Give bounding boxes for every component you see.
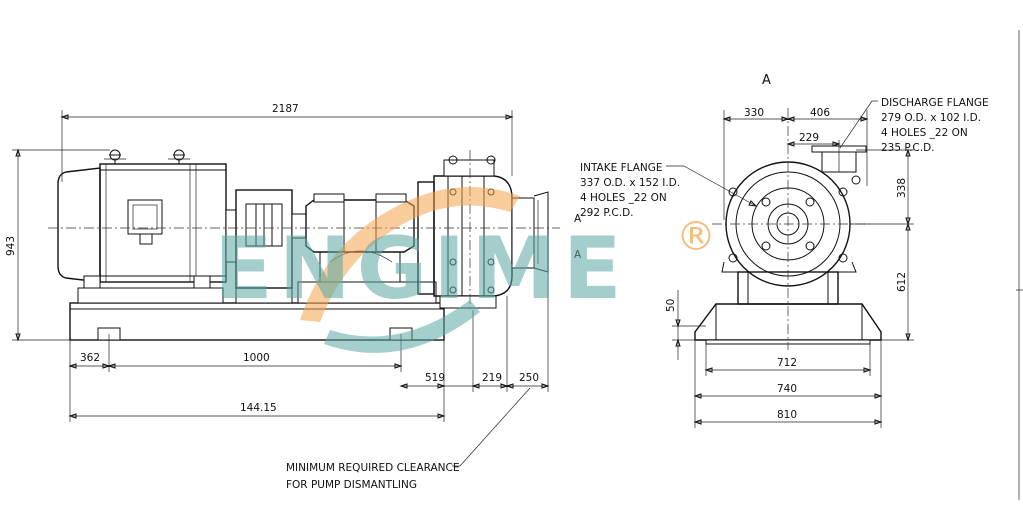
dim-left-half-value: 330 (744, 107, 764, 119)
dim-discharge-height-value: 338 (896, 178, 908, 198)
dim-right-half-value: 406 (810, 107, 830, 119)
discharge-flange-note: DISCHARGE FLANGE 279 O.D. x 102 I.D. 4 H… (839, 97, 989, 154)
motor (57, 163, 237, 289)
dim-overall-length-value: 2187 (272, 103, 299, 115)
section-mark-upper: A (574, 213, 582, 225)
dim-pump-row: 519 219 250 (399, 272, 550, 422)
discharge-flange-title: DISCHARGE FLANGE (881, 97, 989, 109)
dim-end-left: 50 (665, 290, 706, 360)
intake-flange-line3: 292 P.C.D. (580, 207, 634, 219)
watermark-text: ENGIME (214, 219, 628, 319)
dim-pump-width-value: 219 (482, 372, 502, 384)
view-label: A (762, 73, 771, 88)
coupling (235, 189, 307, 289)
dim-overall-height-value: 943 (5, 236, 17, 256)
discharge-flange-line2: 4 HOLES _22 ON (881, 127, 968, 139)
dim-base-mid-value: 740 (777, 383, 797, 395)
dim-base-inner-value: 712 (777, 357, 797, 369)
dim-end-bottom: 712 740 810 (693, 340, 883, 428)
dim-foot-height-value: 50 (665, 299, 677, 312)
discharge-flange-line1: 279 O.D. x 102 I.D. (881, 112, 981, 124)
clearance-note-line2: FOR PUMP DISMANTLING (286, 479, 417, 491)
dim-overall-length: 2187 (60, 103, 514, 182)
dim-base-total-value: 144.15 (240, 402, 277, 414)
dim-base-outer-value: 810 (777, 409, 797, 421)
dim-base-row-1: 362 1000 (68, 334, 403, 422)
dim-clearance-value: 250 (519, 372, 539, 384)
end-view: A (580, 73, 989, 428)
dim-pump-offset-value: 519 (425, 372, 445, 384)
dim-end-right: 338 612 (850, 148, 914, 342)
discharge-flange-line3: 235 P.C.D. (881, 142, 935, 154)
dim-discharge-offset-value: 229 (799, 132, 819, 144)
dim-base-total: 144.15 (68, 402, 446, 419)
intake-flange-line2: 4 HOLES _22 ON (580, 192, 667, 204)
intake-flange-line1: 337 O.D. x 152 I.D. (580, 177, 680, 189)
dim-shaft-height-value: 612 (896, 272, 908, 292)
intake-flange-note: INTAKE FLANGE 337 O.D. x 152 I.D. 4 HOLE… (580, 162, 758, 219)
clearance-note-line1: MINIMUM REQUIRED CLEARANCE (286, 462, 459, 474)
dim-end-top: 330 406 229 (722, 107, 869, 220)
section-mark-lower: A (574, 249, 582, 261)
side-view: A A 2187 943 362 1000 (5, 103, 582, 491)
watermark-logo: ENGIME ® (214, 187, 716, 353)
intake-flange-title: INTAKE FLANGE (580, 162, 663, 174)
motor-lifting-eye-right (168, 149, 190, 164)
dim-base-offset-value: 362 (80, 352, 100, 364)
watermark-registered-mark: ® (676, 214, 716, 260)
clearance-note: MINIMUM REQUIRED CLEARANCE FOR PUMP DISM… (286, 387, 531, 491)
end-view-discharge-nozzle (811, 140, 867, 185)
dim-overall-height: 943 (5, 148, 110, 342)
bearing-assembly (305, 193, 415, 282)
motor-lifting-eye-left (104, 149, 126, 164)
dim-base-span-value: 1000 (243, 352, 270, 364)
